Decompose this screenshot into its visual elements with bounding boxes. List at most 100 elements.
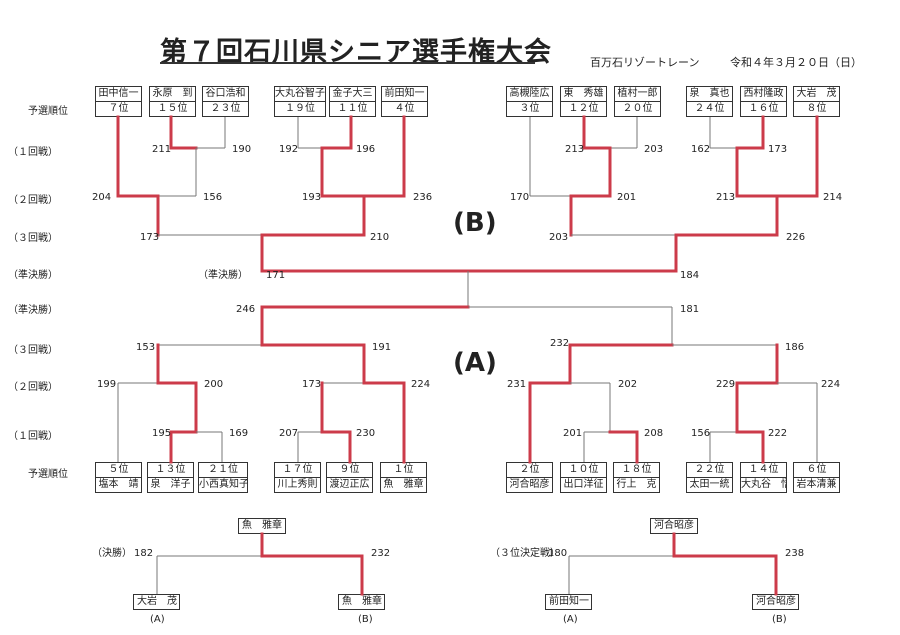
player-box: １７位 川上秀則 <box>274 462 321 493</box>
row-label-r2-a: （２回戦） <box>8 382 58 393</box>
score-label: 213 <box>716 192 735 203</box>
player-rank: ２３位 <box>203 101 248 116</box>
player-name: 高槻陸広 <box>509 88 550 99</box>
final-right-side: (B) <box>358 614 373 625</box>
score-label: 224 <box>411 379 430 390</box>
player-rank: １２位 <box>561 101 606 116</box>
score-label: 232 <box>371 548 390 559</box>
player-name: 大丸谷智子 <box>275 88 325 99</box>
player-rank: １０位 <box>568 464 599 475</box>
score-label: 182 <box>134 548 153 559</box>
player-name: 小西真知子 <box>199 477 247 490</box>
score-label: 162 <box>691 144 710 155</box>
player-rank: １１位 <box>330 101 375 116</box>
score-label: 236 <box>413 192 432 203</box>
player-rank: １９位 <box>275 101 325 116</box>
player-box: ２１位 小西真知子 <box>198 462 248 493</box>
score-label: 229 <box>716 379 735 390</box>
player-name: 谷口浩和 <box>205 88 246 99</box>
player-name: 泉 真也 <box>689 88 730 99</box>
score-label: 156 <box>203 192 222 203</box>
player-box: １０位 出口洋征 <box>560 462 607 493</box>
score-label: 201 <box>617 192 636 203</box>
player-box: １４位 大丸谷 悟 <box>740 462 787 493</box>
player-box: ２位 河合昭彦 <box>506 462 553 493</box>
score-label: 224 <box>821 379 840 390</box>
score-label: 246 <box>236 304 255 315</box>
score-label: 153 <box>136 342 155 353</box>
player-box: 植村一郎 ２０位 <box>614 86 661 117</box>
player-box: １８位 行上 克 <box>613 462 660 493</box>
player-box: 大岩 茂 ８位 <box>793 86 840 117</box>
player-name: 渡辺正広 <box>327 477 372 492</box>
player-box: 金子大三 １１位 <box>329 86 376 117</box>
score-label: 231 <box>507 379 526 390</box>
third-right-side: (B) <box>772 614 787 625</box>
score-label: 213 <box>565 144 584 155</box>
score-label: 196 <box>356 144 375 155</box>
player-rank: ８位 <box>794 101 839 116</box>
player-box: ９位 渡辺正広 <box>326 462 373 493</box>
third-left-box: 前田知一 <box>545 594 592 610</box>
score-label: 191 <box>372 342 391 353</box>
player-name: 西村隆政 <box>743 88 784 99</box>
player-name: 行上 克 <box>614 477 659 492</box>
score-label: 230 <box>356 428 375 439</box>
player-name: 東 秀雄 <box>563 88 604 99</box>
score-label: 214 <box>823 192 842 203</box>
player-rank: １６位 <box>741 101 786 116</box>
row-label-r1-b: （１回戦） <box>8 147 58 158</box>
title-underline <box>160 62 535 64</box>
score-label: 210 <box>370 232 389 243</box>
player-rank: ２１位 <box>208 464 238 475</box>
player-rank: ２位 <box>519 464 540 475</box>
player-name: 植村一郎 <box>617 88 658 99</box>
player-rank: １８位 <box>621 464 652 475</box>
row-label-r3-a: （３回戦） <box>8 345 58 356</box>
score-label: 180 <box>548 548 567 559</box>
third-right-box: 河合昭彦 <box>752 594 799 610</box>
score-label: 203 <box>549 232 568 243</box>
player-name: 泉 洋子 <box>148 477 193 492</box>
player-rank: ６位 <box>806 464 827 475</box>
player-name: 河合昭彦 <box>507 477 552 492</box>
player-name: 川上秀則 <box>275 477 320 492</box>
player-rank: １位 <box>393 464 414 475</box>
row-label-r2-b: （２回戦） <box>8 195 58 206</box>
player-rank: ２２位 <box>694 464 725 475</box>
player-name: 大丸谷 悟 <box>741 477 786 490</box>
player-box: 大丸谷智子 １９位 <box>274 86 326 117</box>
row-label-r1-a: （１回戦） <box>8 431 58 442</box>
final-left-side: (A) <box>150 614 165 625</box>
player-rank: １５位 <box>150 101 195 116</box>
score-label: 173 <box>768 144 787 155</box>
score-label: 226 <box>786 232 805 243</box>
score-label: 186 <box>785 342 804 353</box>
score-label: 200 <box>204 379 223 390</box>
player-name: 前田知一 <box>384 88 425 99</box>
third-place-label: （３位決定戦） <box>490 546 560 559</box>
score-label: 238 <box>785 548 804 559</box>
row-label-semi-inline: （準決勝） <box>198 270 248 281</box>
final-left-box: 大岩 茂 <box>133 594 180 610</box>
player-rank: ９位 <box>339 464 360 475</box>
player-box: 西村隆政 １６位 <box>740 86 787 117</box>
player-rank: １４位 <box>748 464 779 475</box>
player-box: ２２位 太田一統 <box>686 462 733 493</box>
venue-text: 百万石リゾートレーン <box>590 56 700 69</box>
player-box: 泉 真也 ２４位 <box>686 86 733 117</box>
player-rank: ２０位 <box>615 101 660 116</box>
score-label: 208 <box>644 428 663 439</box>
score-label: 192 <box>279 144 298 155</box>
player-name: 永原 到 <box>152 88 193 99</box>
score-label: 190 <box>232 144 251 155</box>
score-label: 171 <box>266 270 285 281</box>
row-label-r3-b: （３回戦） <box>8 233 58 244</box>
player-box: 高槻陸広 ３位 <box>506 86 553 117</box>
group-a-label: (A) <box>453 348 497 378</box>
row-label-qual-b: 予選順位 <box>28 106 68 117</box>
score-label: 173 <box>302 379 321 390</box>
player-box: 谷口浩和 ２３位 <box>202 86 249 117</box>
